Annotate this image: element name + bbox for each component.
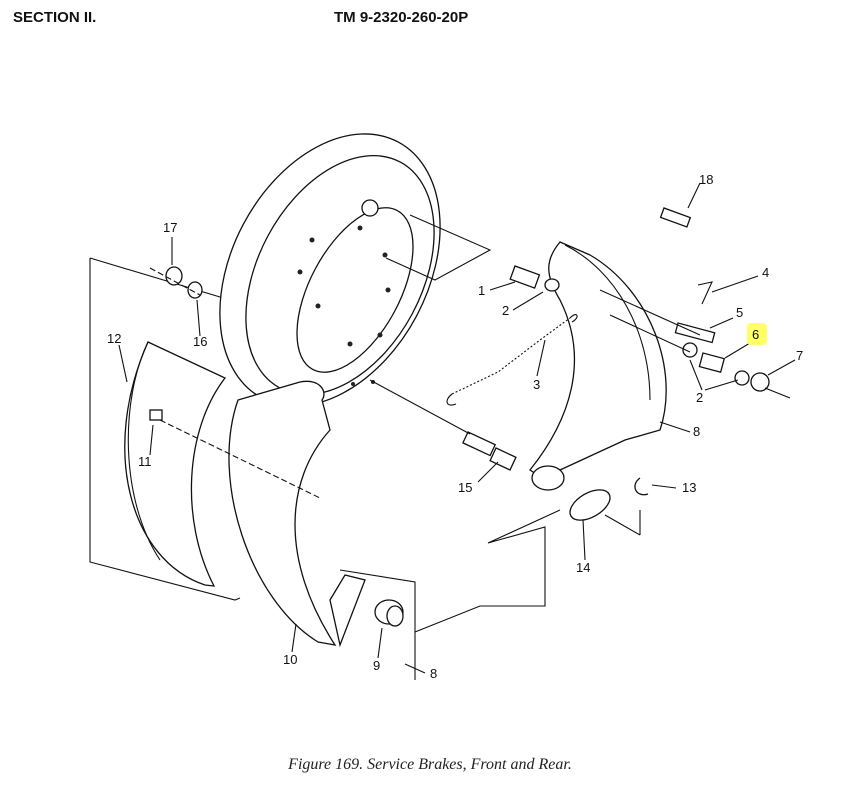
nut-17 [165, 266, 183, 286]
section-label: SECTION II. [13, 9, 97, 26]
group-outline-bottom [339, 569, 416, 680]
group-outline-top [89, 257, 231, 301]
callout-5: 5 [736, 305, 743, 320]
brake-lining [124, 341, 227, 587]
callout-18: 18 [699, 172, 713, 187]
leader-lines [149, 214, 791, 536]
callout-arrows [118, 182, 796, 674]
callout-3: 3 [533, 377, 540, 392]
callout-15: 15 [458, 480, 472, 495]
group-outline-right [414, 509, 561, 633]
callout-16: 16 [193, 334, 207, 349]
callout-17: 17 [163, 220, 177, 235]
anchor-plate [569, 489, 611, 521]
highlight-marker [747, 323, 767, 345]
retaining-clip [634, 477, 649, 496]
callout-7: 7 [796, 348, 803, 363]
callout-8-bottom: 8 [430, 666, 437, 681]
washer-2 [544, 278, 560, 292]
return-spring [446, 314, 578, 406]
callout-12: 12 [107, 331, 121, 346]
bushing [374, 599, 404, 627]
brake-shoe [228, 380, 366, 648]
washer-2b [682, 342, 698, 358]
callout-2: 2 [502, 303, 509, 318]
group-outline-shoes [89, 258, 241, 601]
adjuster [462, 431, 517, 471]
callout-9: 9 [373, 658, 380, 673]
callout-2-right: 2 [696, 390, 703, 405]
callout-1: 1 [478, 283, 485, 298]
callout-4: 4 [762, 265, 769, 280]
callout-10: 10 [283, 652, 297, 667]
callout-14: 14 [576, 560, 590, 575]
cotter-pin [697, 281, 713, 305]
callout-6: 6 [752, 327, 759, 342]
callout-11: 11 [138, 454, 152, 469]
nut-7 [750, 372, 770, 392]
callout-8: 8 [693, 424, 700, 439]
callout-13: 13 [682, 480, 696, 495]
washer [734, 370, 750, 386]
technical-manual-number: TM 9-2320-260-20P [334, 9, 469, 26]
spring-6 [698, 352, 726, 374]
backing-plate [219, 133, 441, 407]
spring-1 [509, 265, 541, 289]
bolt-18 [659, 207, 692, 228]
figure-caption: Figure 169. Service Brakes, Front and Re… [288, 756, 572, 773]
rivet-11 [149, 409, 163, 421]
